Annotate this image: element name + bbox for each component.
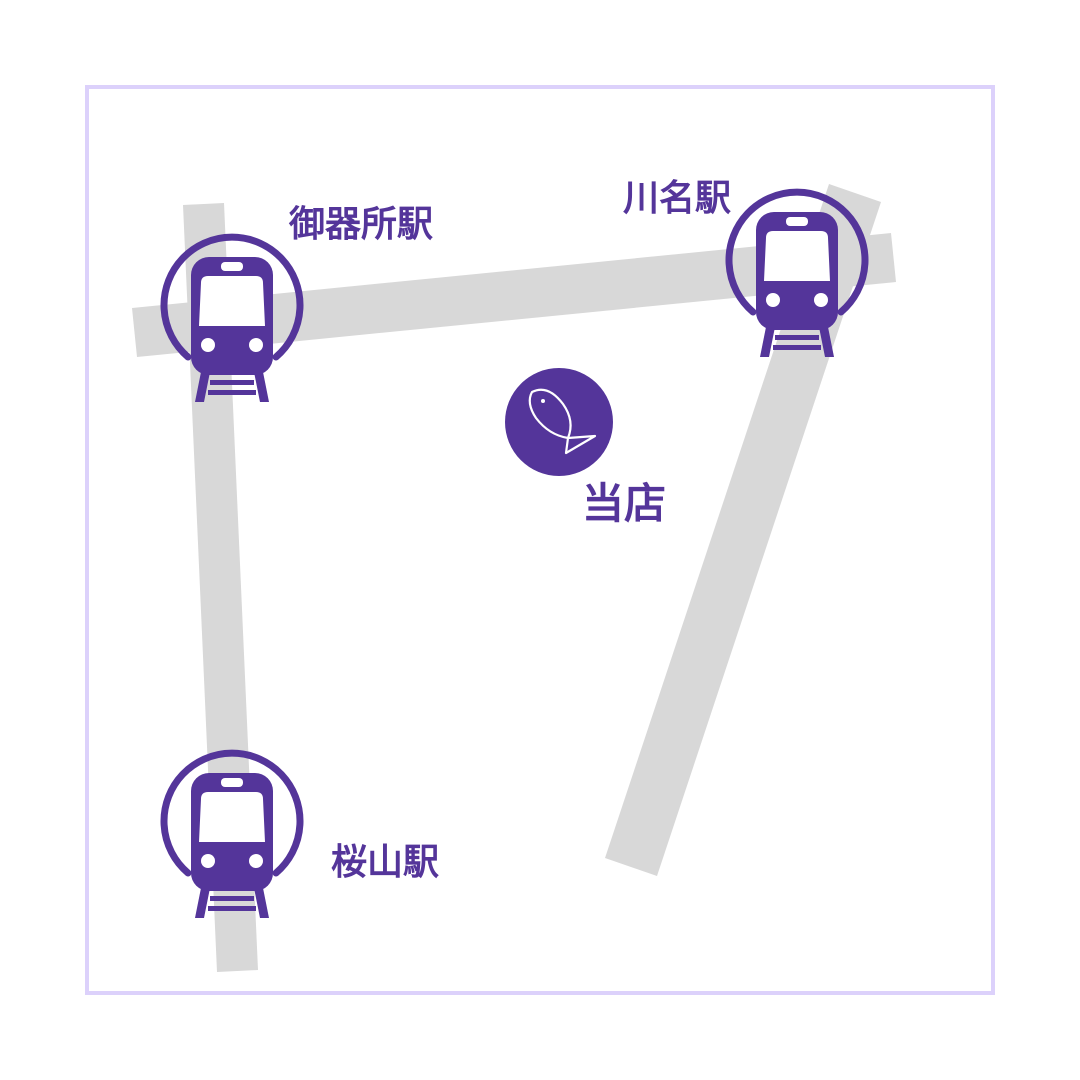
rail-line-horizontal (132, 233, 896, 357)
station-label: 桜山駅 (331, 842, 439, 883)
shop-circle (505, 368, 613, 476)
station-gokisho[interactable]: 御器所駅 (164, 204, 433, 402)
shop-label: 当店 (582, 479, 666, 528)
map-frame (85, 85, 995, 995)
station-sakurayama[interactable]: 桜山駅 (164, 753, 439, 918)
rail-line-diagonal (605, 184, 881, 876)
station-kawana[interactable]: 川名駅 (623, 178, 865, 357)
station-label: 川名駅 (623, 178, 731, 219)
shop-marker[interactable]: 当店 (505, 368, 666, 528)
fish-icon (528, 388, 597, 455)
station-label: 御器所駅 (288, 204, 433, 245)
